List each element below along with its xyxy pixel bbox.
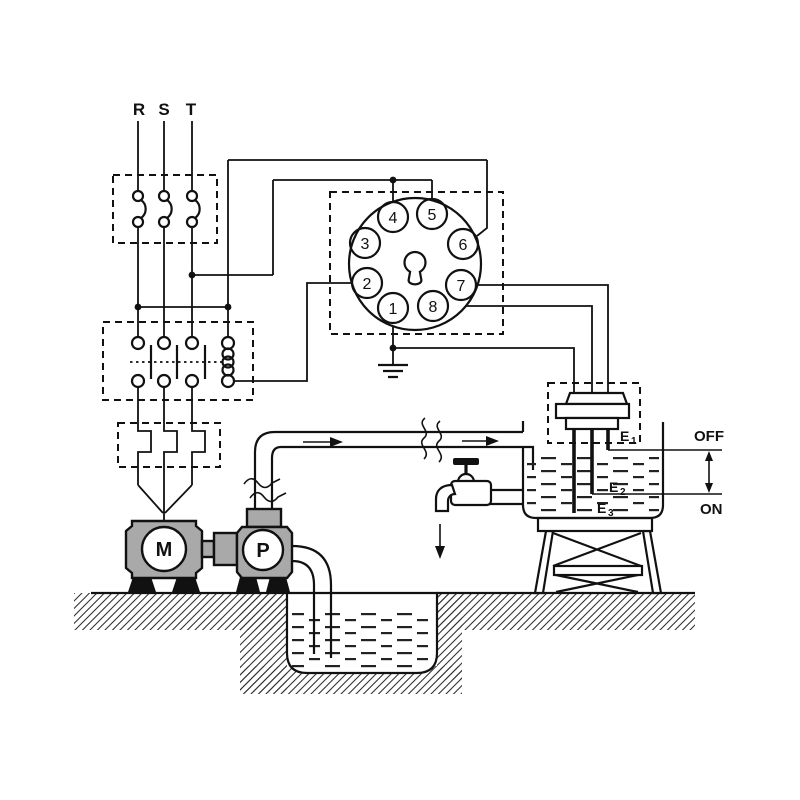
drip-arrow <box>435 524 445 559</box>
off-label: OFF <box>694 428 724 445</box>
socket-pin-8-label: 8 <box>429 299 438 316</box>
motor-foot-right <box>172 577 200 592</box>
discharge-pipe <box>243 417 535 509</box>
pump-label: P <box>256 540 269 562</box>
ground-hatching <box>74 591 695 694</box>
suction-pipe <box>291 544 333 658</box>
faucet-spout <box>434 483 457 513</box>
socket-pin-3-label: 3 <box>361 236 370 253</box>
circuit-breaker <box>112 174 218 337</box>
keyhole-slot <box>403 250 427 286</box>
electrode-label-e3: E 3 <box>597 500 614 519</box>
wiring <box>134 159 609 396</box>
faucet <box>434 458 523 559</box>
motor: M <box>124 519 204 592</box>
level-range-arrow <box>705 451 713 493</box>
pump: P <box>235 507 294 592</box>
pump-discharge-flange <box>245 507 283 529</box>
pipe-break-symbol-riser <box>243 477 287 503</box>
socket-pin-2-label: 2 <box>363 276 372 293</box>
faucet-handle <box>453 458 479 465</box>
three-phase-supply: R S T <box>133 100 197 191</box>
faucet-supply-pipe <box>488 488 523 506</box>
earth-ground-symbol <box>378 363 408 379</box>
coupling <box>200 531 239 567</box>
magnetic-contactor <box>102 321 254 401</box>
svg-text:E: E <box>609 479 618 495</box>
stand-leg-right <box>641 529 663 595</box>
motor-leads <box>137 484 193 521</box>
holder-flange <box>554 402 631 420</box>
svg-text:2: 2 <box>620 487 626 498</box>
on-label: ON <box>700 501 723 518</box>
flow-arrow-1 <box>303 437 343 447</box>
motor-foot-left <box>128 577 156 592</box>
stand-top-plate <box>536 516 654 533</box>
socket-pin-4-label: 4 <box>389 210 398 227</box>
socket-pin-5-label: 5 <box>428 207 437 224</box>
holder-block <box>564 416 620 431</box>
phase-label-t: T <box>186 100 197 119</box>
phase-label-r: R <box>133 100 145 119</box>
electrode-label-e2: E 2 <box>609 479 626 498</box>
phase-label-s: S <box>158 100 169 119</box>
stand-x-brace-upper <box>552 531 642 568</box>
relay-socket-8pin: 4 5 3 6 2 7 1 8 <box>329 191 504 335</box>
motor-label: M <box>156 539 173 561</box>
tank-stand <box>533 516 663 595</box>
socket-pin-1-label: 1 <box>389 301 398 318</box>
stand-crossbar <box>552 564 644 577</box>
holder-cap <box>564 391 629 406</box>
level-indicators: OFF ON <box>592 428 724 518</box>
thermal-overload-relay <box>117 387 221 521</box>
svg-text:E: E <box>597 500 606 516</box>
svg-text:1: 1 <box>631 436 637 447</box>
flow-arrow-2 <box>462 436 499 446</box>
socket-pin-6-label: 6 <box>459 237 468 254</box>
stand-leg-left <box>533 529 555 595</box>
pipe-break-symbol-horizontal <box>420 417 443 463</box>
electrode-label-e1: E 1 <box>620 428 637 447</box>
pit-water <box>292 611 433 669</box>
svg-text:E: E <box>620 428 629 444</box>
sump-pit <box>285 591 439 675</box>
contactor-coil <box>220 335 236 389</box>
svg-text:3: 3 <box>608 508 614 519</box>
tank-wall <box>521 422 665 520</box>
electrode-holder: E 1 E 2 E 3 <box>547 382 641 519</box>
socket-pin-7-label: 7 <box>457 278 466 295</box>
stand-x-brace-lower <box>555 573 639 594</box>
